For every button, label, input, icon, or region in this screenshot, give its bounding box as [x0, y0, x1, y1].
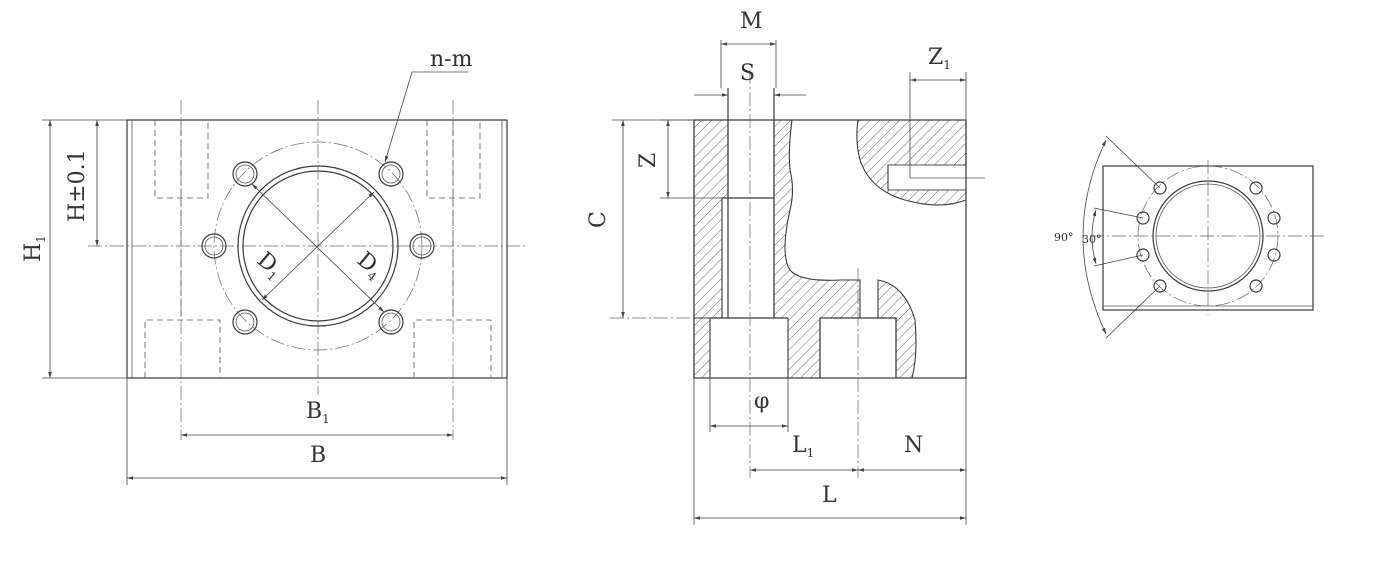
label-C: C [586, 211, 611, 228]
label-L: L [822, 483, 837, 508]
hole-pattern-view: 90° 30° [1054, 135, 1325, 339]
label-Z: Z [636, 153, 661, 168]
label-M: M [740, 9, 763, 34]
bolt-circle [213, 141, 423, 351]
mounting-holes [201, 161, 435, 335]
label-angle-30: 30° [1082, 233, 1102, 246]
label-D4: D4 [351, 247, 388, 284]
label-D1: D1 [251, 247, 288, 284]
label-Z1: Z1 [928, 45, 951, 72]
label-B1: B1 [306, 399, 330, 426]
label-angle-90: 90° [1054, 231, 1074, 244]
bore-outer-circle [237, 165, 399, 327]
front-view: n-m H1 H±0.1 D1 D4 B1 B [21, 47, 525, 485]
label-phi: φ [754, 389, 769, 414]
front-view-outline [126, 119, 508, 379]
label-N: N [904, 433, 923, 458]
section-view: M S Z1 Z C φ L1 N L [586, 9, 985, 525]
label-H1: H1 [21, 235, 48, 262]
label-L1: L1 [792, 433, 814, 460]
label-H-tolerance: H±0.1 [65, 149, 90, 222]
pattern-holes [1136, 181, 1281, 293]
label-B: B [310, 443, 326, 468]
label-S: S [740, 61, 755, 86]
label-n-m: n-m [430, 47, 473, 72]
bore-inner-circle [242, 170, 394, 322]
